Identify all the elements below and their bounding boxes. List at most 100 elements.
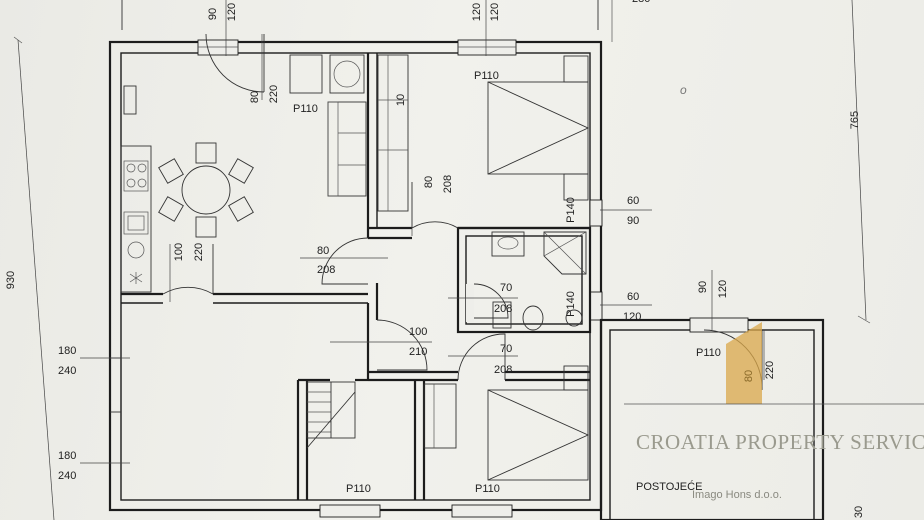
bathroom-door-gap [466, 284, 474, 322]
label-wardrobe-10: 10 [395, 94, 407, 106]
label-top-120: 120 [489, 3, 501, 21]
chair-icon [158, 158, 184, 184]
sofa [327, 101, 367, 197]
dimension-tick [857, 315, 871, 324]
appliance-box [329, 54, 365, 94]
chair-icon [195, 216, 217, 238]
label-window-90: 90 [627, 215, 639, 227]
label-window-240: 240 [58, 470, 76, 482]
label-entry-100: 100 [173, 243, 185, 261]
label-p140-a: P140 [565, 197, 577, 223]
nightstand [563, 365, 589, 391]
shower-diagonal [543, 231, 587, 257]
label-p110-bottom-left: P110 [346, 483, 371, 495]
bed-2 [487, 389, 589, 481]
door-entry-swing [162, 244, 214, 295]
dining-table [181, 165, 231, 215]
label-window-180: 180 [58, 450, 76, 462]
washing-machine-icon [333, 60, 361, 88]
label-hall-door-80: 80 [423, 176, 435, 188]
floor-drain-icon [565, 309, 583, 327]
label-bed2-208: 208 [494, 364, 512, 376]
shower-diagonal [543, 231, 587, 275]
sink-icon [123, 211, 149, 235]
washbasin-icon [491, 231, 525, 257]
label-p110-bottom-mid: P110 [475, 483, 500, 495]
label-window-60: 60 [627, 195, 639, 207]
chair-icon [228, 158, 254, 184]
label-hall-210: 210 [409, 346, 427, 358]
label-dim-930: 930 [5, 271, 17, 289]
label-p110-annex: P110 [696, 347, 721, 359]
label-dim-765: 765 [849, 111, 861, 129]
label-top-120: 120 [471, 3, 483, 21]
label-bed2-70: 70 [500, 343, 512, 355]
chair-icon [195, 142, 217, 164]
window-bathroom-right [589, 291, 603, 321]
label-living-door-208: 208 [317, 264, 335, 276]
label-window-180: 180 [58, 345, 76, 357]
label-bath-70: 70 [500, 282, 512, 294]
window-bottom-left [319, 504, 381, 518]
toilet-icon [522, 305, 544, 331]
exterior-wall-inner [120, 52, 591, 501]
label-postojece: POSTOJEĆE [636, 480, 702, 493]
burner [137, 163, 147, 173]
sofa-back [327, 101, 339, 197]
watermark-subtitle: Imago Hons d.o.o. [692, 489, 782, 501]
door-bed2-swing [457, 333, 506, 381]
dimension-line-930 [17, 39, 55, 520]
window-bottom-mid [451, 504, 513, 518]
sink-basin [127, 215, 145, 231]
label-door-220: 220 [268, 85, 280, 103]
kitchen-shelf [123, 85, 137, 115]
window-bedroom-top [457, 39, 517, 56]
label-bottom-partial: 30 [853, 506, 865, 518]
label-window-120: 120 [623, 311, 641, 323]
label-annex-220: 220 [764, 361, 776, 379]
door-hall-swing [376, 319, 428, 371]
label-bath-208: 208 [494, 303, 512, 315]
label-p110-kitchen: P110 [293, 103, 318, 115]
bed-1 [487, 81, 589, 175]
chair-icon [228, 196, 254, 222]
label-living-door-80: 80 [317, 245, 329, 257]
label-top-90: 90 [207, 8, 219, 20]
burner [137, 178, 147, 188]
wardrobe [377, 54, 409, 212]
bed-2-cover [487, 389, 590, 481]
door-kitchen-swing [205, 33, 265, 93]
door-living-swing [321, 237, 369, 285]
label-annex-80: 80 [743, 370, 755, 382]
chair-icon [158, 196, 184, 222]
dimension-line-765 [851, 0, 867, 321]
annex-window [689, 317, 749, 333]
label-window-60: 60 [627, 291, 639, 303]
stove-icon [123, 160, 149, 192]
exterior-wall [108, 40, 603, 512]
kitchen-counter [120, 145, 152, 293]
shower-icon [543, 231, 587, 275]
bed-1-cover [487, 81, 590, 175]
window-kitchen-top [197, 39, 239, 56]
label-entry-220: 220 [193, 243, 205, 261]
label-top-partial: 280 [632, 0, 650, 5]
watermark-logo-shape [726, 322, 762, 404]
fridge-icon [129, 272, 143, 284]
label-door-80: 80 [249, 91, 261, 103]
washer-icon [127, 241, 145, 259]
burner [126, 178, 136, 188]
nightstand [563, 173, 589, 201]
label-p140-b: P140 [565, 291, 577, 317]
pencil-mark: o [680, 83, 687, 97]
bidet-icon [492, 301, 512, 329]
dimension-tick [13, 36, 23, 44]
nightstand [563, 55, 589, 83]
label-annex-90: 90 [697, 281, 709, 293]
window-bedroom-right [589, 199, 603, 227]
dresser [423, 383, 457, 449]
watermark-title: CROATIA PROPERTY SERVICE [636, 430, 924, 454]
burner [126, 163, 136, 173]
